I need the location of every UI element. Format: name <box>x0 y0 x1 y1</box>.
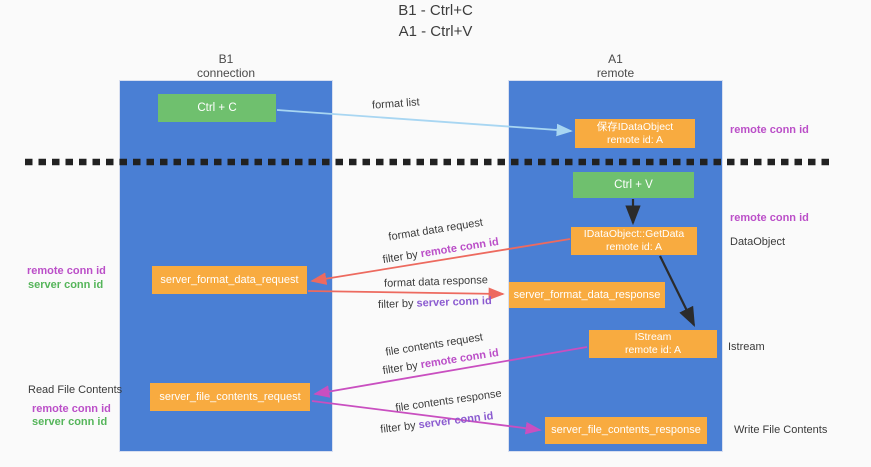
node-idataobject-getdata-line2: remote id: A <box>605 241 663 253</box>
node-istream: IStream remote id: A <box>589 330 717 358</box>
node-idataobject-getdata-line1: IDataObject::GetData <box>583 228 685 240</box>
edge-label-format-data-response: format data response <box>383 274 489 290</box>
diagram-title: B1 - Ctrl+C A1 - Ctrl+V <box>0 0 871 42</box>
filter-by-text: filter by <box>379 419 420 436</box>
node-server-format-data-request-label: server_format_data_request <box>160 273 299 286</box>
annotation-remote-conn-id-top: remote conn id <box>730 124 809 136</box>
arrow-format-data-response <box>307 287 505 301</box>
node-ctrl-c: Ctrl + C <box>158 94 276 122</box>
node-save-idataobject-line2: remote id: A <box>606 133 664 146</box>
node-idataobject-getdata: IDataObject::GetData remote id: A <box>571 227 697 255</box>
right-column-name: A1 <box>608 52 623 66</box>
node-server-file-contents-request-label: server_file_contents_request <box>159 390 301 403</box>
remote-conn-id-text: remote conn id <box>419 235 500 261</box>
annotation-write-file-contents: Write File Contents <box>734 424 828 436</box>
node-server-format-data-response: server_format_data_response <box>509 282 665 308</box>
title-line-2: A1 - Ctrl+V <box>398 23 473 40</box>
annotation-left-remote-conn-id-1: remote conn id <box>27 265 106 277</box>
filter-by-text: filter by <box>381 248 422 267</box>
edge-label-format-list: format list <box>371 96 421 112</box>
filter-by-text: filter by <box>381 359 422 378</box>
right-column-header: A1 remote <box>508 52 723 80</box>
annotation-remote-conn-id-mid: remote conn id <box>730 212 809 224</box>
server-conn-id-text: server conn id <box>416 295 492 310</box>
annotation-read-file-contents: Read File Contents <box>28 384 123 396</box>
node-ctrl-c-label: Ctrl + C <box>197 102 237 114</box>
right-column-role: remote <box>596 66 635 80</box>
annotation-left-server-conn-id-1: server conn id <box>28 279 104 291</box>
node-server-format-data-request: server_format_data_request <box>152 266 307 294</box>
left-column-role: connection <box>196 66 256 80</box>
left-column-name: B1 <box>218 52 234 66</box>
annotation-dataobject: DataObject <box>730 236 786 248</box>
annotation-left-server-conn-id-2: server conn id <box>32 416 108 428</box>
node-save-idataobject-line1: 保存IDataObject <box>596 120 674 133</box>
server-conn-id-text: server conn id <box>417 410 495 432</box>
node-server-format-data-response-label: server_format_data_response <box>513 288 661 301</box>
node-istream-line1: IStream <box>634 331 672 343</box>
node-server-file-contents-response-label: server_file_contents_response <box>551 424 701 436</box>
node-ctrl-v: Ctrl + V <box>573 172 694 198</box>
edge-label-filter-server-1: filter by server conn id <box>378 295 492 311</box>
node-server-file-contents-response: server_file_contents_response <box>545 417 707 444</box>
annotation-istream: Istream <box>728 341 765 353</box>
node-ctrl-v-label: Ctrl + V <box>614 179 653 191</box>
left-column-header: B1 connection <box>119 52 333 80</box>
node-istream-line2: remote id: A <box>624 344 682 356</box>
filter-by-text: filter by <box>377 297 417 311</box>
node-save-idataobject: 保存IDataObject remote id: A <box>575 119 695 148</box>
title-line-1: B1 - Ctrl+C <box>398 2 473 19</box>
annotation-left-remote-conn-id-2: remote conn id <box>32 403 111 415</box>
node-server-file-contents-request: server_file_contents_request <box>150 383 310 411</box>
